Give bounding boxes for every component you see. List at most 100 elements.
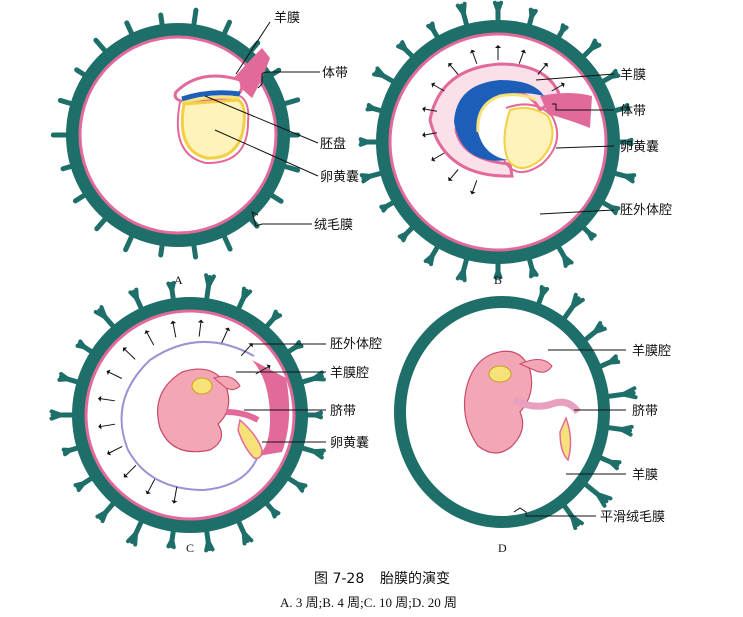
expansion-arrowhead [145, 490, 151, 495]
villus-branch [561, 254, 568, 268]
label-d-umbilical-cord: 脐带 [632, 404, 658, 419]
villus [124, 20, 135, 38]
panel-a: 羊膜 体带 胚盘 卵黄囊 绒毛膜 A [50, 7, 359, 287]
expansion-arrowhead [122, 347, 128, 352]
label-a-body-stalk: 体带 [322, 66, 348, 81]
expansion-arrowhead [469, 49, 476, 54]
expansion-arrow [433, 84, 445, 92]
label-b-amnion: 羊膜 [620, 67, 646, 83]
expansion-arrowhead [98, 423, 102, 430]
expansion-arrow [173, 486, 178, 501]
villus [94, 215, 109, 232]
villus-branch [588, 43, 602, 52]
embryo [454, 80, 544, 161]
expansion-arrowhead [543, 63, 548, 68]
yolk-sac-outline [176, 95, 250, 165]
label-c-umbilical-cord: 脐带 [330, 404, 356, 419]
villus-branch [607, 459, 619, 471]
expansion-arrowhead [98, 395, 102, 402]
label-a-chorion: 绒毛膜 [314, 218, 353, 233]
label-c-yolk-sac: 卵黄囊 [330, 435, 369, 451]
label-b-yolk-sac: 卵黄囊 [620, 139, 659, 155]
villus-branch [608, 73, 621, 80]
expansion-arrow [108, 371, 123, 379]
villus-branch [586, 230, 594, 241]
embryonic-disc [181, 90, 241, 102]
villus-branch [375, 66, 386, 79]
villus-branch [358, 137, 371, 144]
chorion-villi [358, 0, 637, 283]
expansion-arrow [146, 332, 155, 346]
villus-branch [126, 531, 139, 544]
villus [281, 163, 301, 173]
villus-branch [595, 491, 607, 508]
villus [191, 241, 199, 260]
villus-branch [204, 539, 211, 553]
villus-branch [270, 313, 283, 322]
expansion-arrowhead [448, 176, 453, 181]
label-c-amniotic-cavity: 羊膜腔 [330, 365, 369, 381]
expansion-arrowhead [144, 330, 150, 335]
label-c-extraembryonic-coelom: 胚外体腔 [330, 337, 382, 352]
expansion-arrowhead [422, 106, 426, 113]
expansion-arrow [425, 108, 438, 112]
yolk-sac [237, 418, 263, 460]
figure-subcaption: A. 3 周;B. 4 周;C. 10 周;D. 20 周 [280, 595, 457, 610]
embryo-limb [212, 375, 241, 391]
yolk-sac [180, 98, 246, 160]
expansion-arrow [537, 64, 546, 75]
panel-c: 胚外体腔 羊膜腔 脐带 卵黄囊 C [49, 273, 382, 555]
panel-b: 羊膜 体带 卵黄囊 胚外体腔 B [358, 0, 672, 287]
fetus-vessels [488, 365, 512, 383]
expansion-arrow [450, 169, 459, 180]
villus-branch [170, 280, 176, 293]
expansion-arrow [198, 322, 202, 337]
villus-branch [269, 507, 277, 519]
villus-branch [99, 305, 108, 320]
panel-letter-b: B [494, 273, 502, 287]
expansion-arrow [100, 398, 115, 402]
expansion-arrow [221, 329, 228, 344]
panel-letter-d: D [498, 541, 507, 555]
expansion-arrow [101, 423, 116, 427]
villus-branch [292, 344, 304, 350]
villus-branch [400, 40, 408, 52]
villus-branch [496, 0, 504, 14]
villus-branch [430, 21, 436, 33]
label-d-smooth-chorion: 平滑绒毛膜 [600, 510, 665, 525]
expansion-arrowhead [107, 450, 112, 456]
villus-branch [241, 289, 253, 301]
expansion-arrows [98, 319, 271, 504]
expansion-arrow [518, 52, 524, 64]
villus-branch [461, 1, 467, 17]
expansion-arrowhead [106, 369, 111, 376]
label-a-amnion: 羊膜 [274, 10, 300, 26]
yolk-sac [503, 107, 554, 169]
expansion-arrowhead [520, 49, 527, 54]
expansion-arrowhead [495, 45, 501, 48]
chorion-frondosum [252, 360, 290, 456]
villus-branch [618, 427, 633, 437]
villus-branch [455, 267, 466, 281]
embryo-endoderm [476, 93, 537, 133]
expansion-arrowhead [448, 63, 453, 68]
villus-branch [366, 102, 377, 111]
fetus [463, 350, 533, 454]
expansion-arrow [109, 445, 123, 454]
villus-branch [619, 106, 631, 112]
expansion-arrowhead [431, 156, 436, 162]
villus-branch [311, 449, 324, 460]
panel-letter-c: C [186, 541, 194, 555]
panel-d: 羊膜腔 脐带 羊膜 平滑绒毛膜 D [394, 285, 671, 555]
expansion-arrows [422, 45, 565, 195]
villus [221, 232, 233, 252]
yolk-remnant [559, 415, 572, 462]
villus [123, 232, 135, 253]
villus-branch [529, 8, 538, 20]
label-b-extraembryonic-coelom: 胚外体腔 [620, 203, 672, 218]
expansion-arrow [433, 152, 445, 160]
expansion-arrowhead [248, 343, 253, 348]
expansion-arrow [172, 323, 177, 338]
villus-branch [570, 514, 578, 531]
